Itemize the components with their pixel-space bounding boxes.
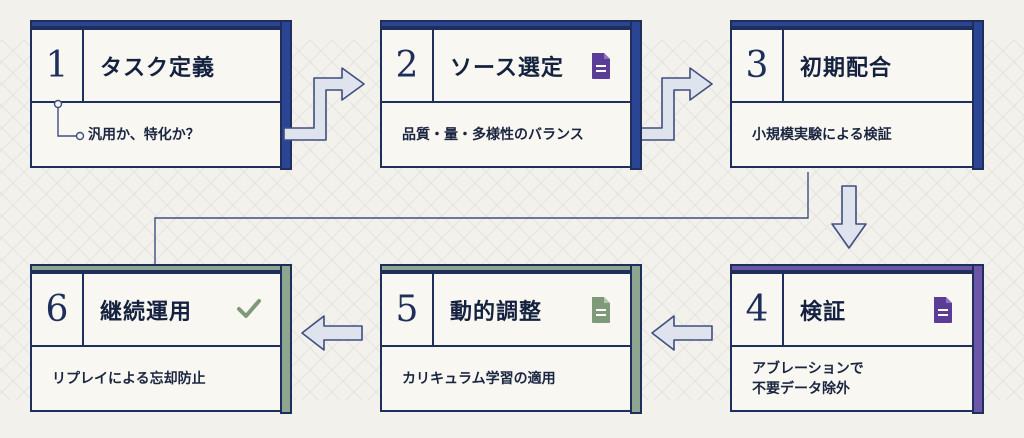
step-title: ソース選定 (450, 55, 564, 81)
flow-arrow-5-6 (301, 315, 363, 351)
card-top-face (30, 264, 282, 272)
step-description-text: カリキュラム学習の適用 (402, 370, 556, 387)
card-top-face (730, 264, 974, 272)
card-header: 1 タスク定義 (32, 30, 280, 103)
step-description: アブレーションで 不要データ除外 (732, 347, 972, 410)
step-description-text: 汎用か、特化か？ (88, 126, 200, 143)
step-number: 1 (32, 30, 84, 101)
step-number: 4 (732, 274, 784, 345)
step-number: 5 (382, 274, 434, 345)
card-front: 6 継続運用 リプレイによる忘却防止 (30, 272, 282, 412)
step-description-text: アブレーションで 不要データ除外 (752, 360, 864, 397)
card-top-face (380, 264, 632, 272)
step-description: カリキュラム学習の適用 (382, 347, 630, 410)
tree-connector (57, 104, 76, 137)
feedback-loop-line (154, 172, 809, 265)
card-front: 2 ソース選定 品質・量・多様性のバランス (380, 28, 632, 168)
card-top-face (380, 20, 632, 28)
card-front: 4 検証 アブレーションで 不要データ除外 (730, 272, 974, 412)
check-icon (236, 298, 262, 324)
flow-arrow-4-5 (651, 315, 713, 351)
flow-arrow-3-4 (831, 185, 867, 249)
step-title: 検証 (800, 299, 847, 325)
card-header: 5 動的調整 (382, 274, 630, 347)
card-front: 3 初期配合 小規模実験による検証 (730, 28, 974, 168)
step-number: 3 (732, 30, 784, 101)
flow-arrow-2-3 (633, 67, 713, 141)
document-icon (590, 52, 612, 84)
card-header: 4 検証 (732, 274, 972, 347)
tree-node (53, 99, 63, 109)
step-description: 小規模実験による検証 (732, 103, 972, 166)
step-description: 汎用か、特化か？ (32, 103, 280, 166)
document-icon (590, 296, 612, 328)
flow-arrow-1-2 (283, 67, 365, 141)
step-title: 継続運用 (100, 299, 193, 325)
card-top-face (730, 20, 974, 28)
document-icon (932, 296, 954, 328)
step-title: 動的調整 (450, 299, 543, 325)
card-header: 2 ソース選定 (382, 30, 630, 103)
card-header: 6 継続運用 (32, 274, 280, 347)
step-description-text: リプレイによる忘却防止 (52, 370, 206, 387)
step-title: 初期配合 (800, 55, 893, 81)
step-title: タスク定義 (100, 55, 216, 81)
step-description-text: 小規模実験による検証 (752, 126, 892, 143)
step-description: リプレイによる忘却防止 (32, 347, 280, 410)
step-number: 2 (382, 30, 434, 101)
step-description: 品質・量・多様性のバランス (382, 103, 630, 166)
step-description-text: 品質・量・多様性のバランス (402, 126, 584, 143)
card-header: 3 初期配合 (732, 30, 972, 103)
card-front: 1 タスク定義 汎用か、特化か？ (30, 28, 282, 168)
tree-node (75, 131, 85, 141)
card-front: 5 動的調整 カリキュラム学習の適用 (380, 272, 632, 412)
step-number: 6 (32, 274, 84, 345)
